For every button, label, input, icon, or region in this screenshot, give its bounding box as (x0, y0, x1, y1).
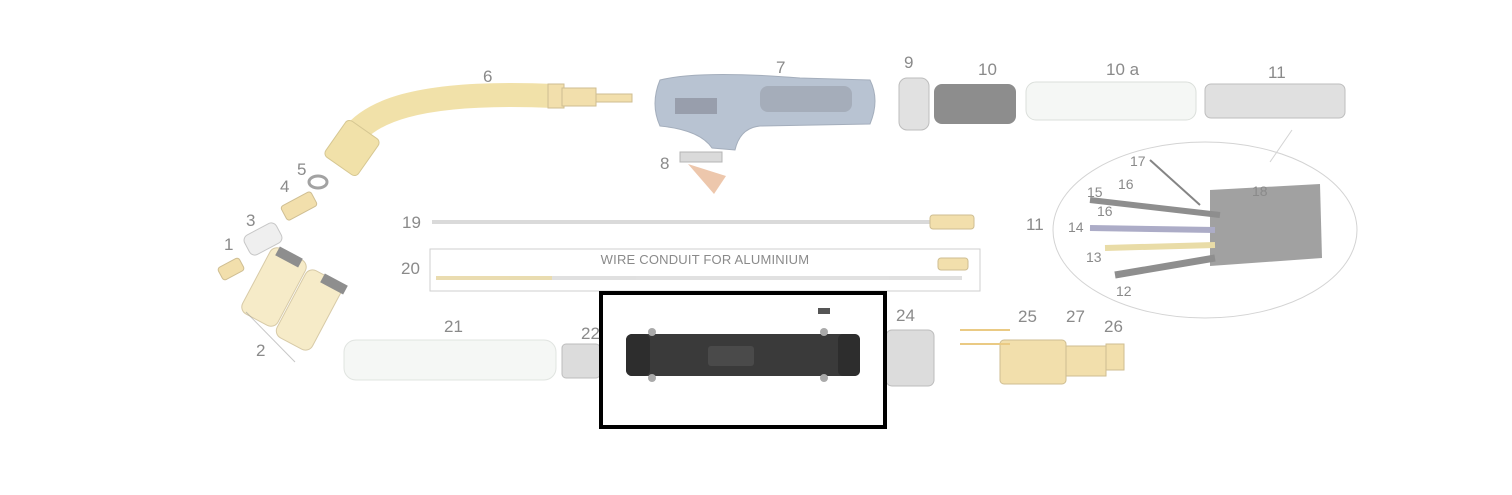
o-ring-5 (307, 174, 329, 190)
cable-cross-section-detail (1052, 129, 1358, 319)
label-10a: 10 a (1106, 60, 1140, 79)
label-9: 9 (904, 53, 913, 72)
spring-21 (343, 339, 557, 381)
label-25: 25 (1018, 307, 1037, 326)
contact-tip-1 (217, 257, 245, 281)
label-13: 13 (1086, 249, 1102, 265)
connector-assembly-25-27 (960, 329, 1125, 385)
label-21: 21 (444, 317, 463, 336)
label-11-detail: 11 (1026, 215, 1044, 234)
label-6: 6 (483, 67, 492, 86)
label-16-top: 16 (1118, 176, 1134, 192)
label-10: 10 (978, 60, 997, 79)
label-11: 11 (1268, 63, 1286, 82)
label-12: 12 (1116, 283, 1132, 299)
label-5: 5 (297, 160, 306, 179)
label-19: 19 (402, 213, 421, 232)
label-17: 17 (1130, 153, 1146, 169)
label-7: 7 (776, 58, 785, 77)
trigger-8 (679, 151, 726, 194)
highlighted-handle-tube (626, 308, 860, 382)
label-16-mid: 16 (1097, 203, 1113, 219)
ring-nut-9 (898, 77, 930, 131)
label-26: 26 (1104, 317, 1123, 336)
liner-19 (432, 214, 975, 230)
spring-10a (1025, 81, 1197, 121)
label-3: 3 (246, 211, 255, 230)
central-connector-24 (885, 329, 935, 387)
label-18: 18 (1252, 183, 1268, 199)
label-22: 22 (581, 324, 600, 343)
cable-11 (1204, 83, 1346, 119)
nozzle-2a (241, 246, 307, 327)
label-14: 14 (1068, 219, 1084, 235)
nozzle-2b (275, 269, 348, 351)
bracket-line-2 (245, 311, 296, 363)
label-8: 8 (660, 154, 669, 173)
label-2: 2 (256, 341, 265, 360)
diffuser-4 (280, 191, 318, 221)
cable-support-10 (934, 84, 1016, 124)
label-15: 15 (1087, 184, 1103, 200)
highlight-frame (599, 291, 887, 429)
label-27: 27 (1066, 307, 1085, 326)
label-24: 24 (896, 306, 915, 325)
part-22 (561, 343, 601, 379)
handle-7 (654, 73, 876, 151)
label-1: 1 (224, 235, 233, 254)
swan-neck-6 (324, 82, 633, 177)
label-4: 4 (280, 177, 289, 196)
tip-adapter-3 (243, 222, 283, 256)
conduit-box-title: WIRE CONDUIT FOR ALUMINIUM (601, 252, 810, 267)
label-20: 20 (401, 259, 420, 278)
wire-conduit-aluminium-box: WIRE CONDUIT FOR ALUMINIUM (429, 248, 981, 292)
